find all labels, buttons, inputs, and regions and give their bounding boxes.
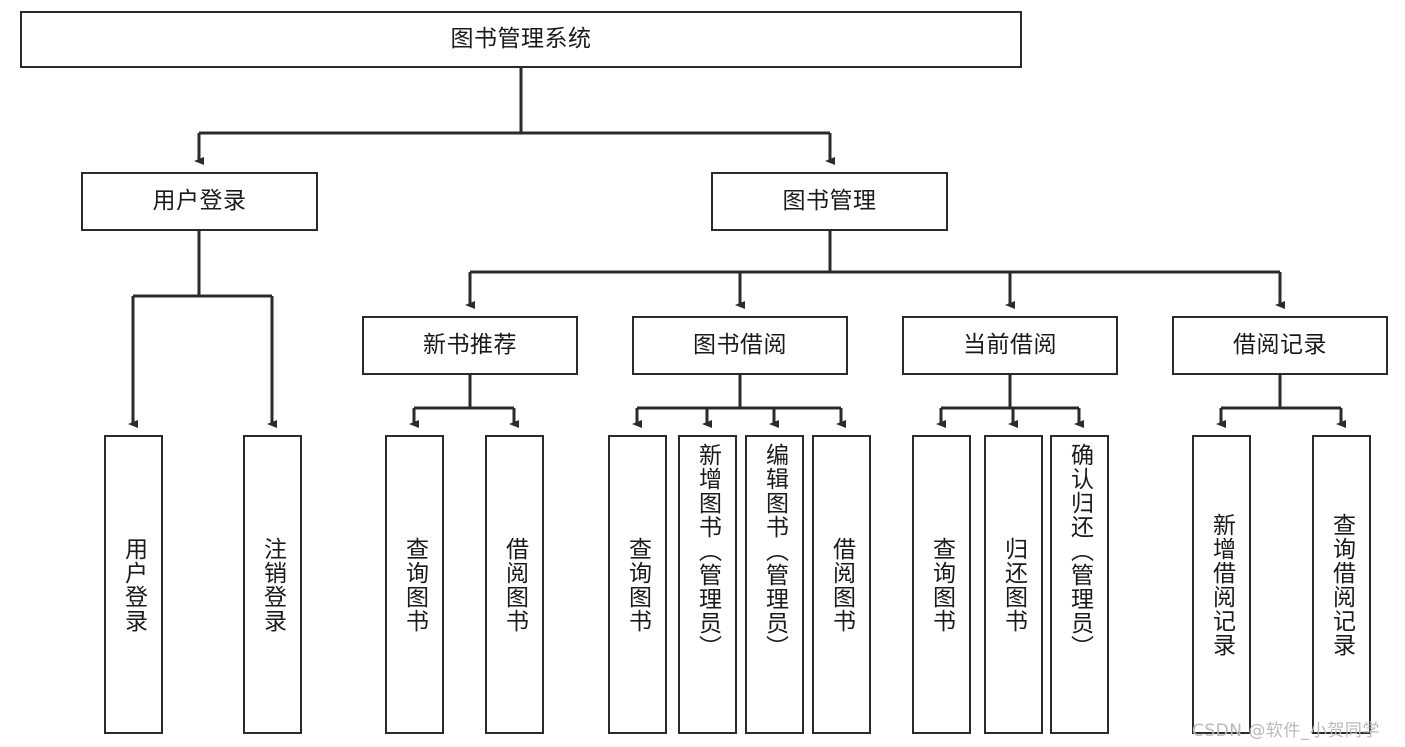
- node-label: 当前借阅: [963, 331, 1057, 358]
- node-label: 注销登录: [259, 536, 286, 633]
- node-leaf-add-borrow-record[interactable]: 新增借阅记录: [1192, 435, 1251, 734]
- csdn-watermark: CSDN @软件_小贺同学: [1192, 721, 1380, 741]
- node-label: 编辑图书（管理员）: [761, 443, 788, 659]
- node-leaf-confirm-return-admin[interactable]: 确认归还（管理员）: [1050, 435, 1109, 734]
- node-label: 借阅记录: [1233, 331, 1327, 358]
- node-label: 新增借阅记录: [1208, 512, 1235, 657]
- node-leaf-query-book-1[interactable]: 查询图书: [385, 435, 444, 734]
- node-label: 归还图书: [1000, 536, 1027, 633]
- node-leaf-borrow-book-1[interactable]: 借阅图书: [485, 435, 544, 734]
- node-label: 查询图书: [401, 536, 428, 633]
- node-label: 新增图书（管理员）: [694, 443, 721, 659]
- node-label: 查询图书: [624, 536, 651, 633]
- node-leaf-logout-login[interactable]: 注销登录: [243, 435, 302, 734]
- node-leaf-add-book-admin[interactable]: 新增图书（管理员）: [678, 435, 737, 734]
- node-book-borrow[interactable]: 图书借阅: [632, 316, 848, 375]
- node-leaf-borrow-book-2[interactable]: 借阅图书: [812, 435, 871, 734]
- node-label: 用户登录: [152, 187, 247, 214]
- node-label: 图书管理系统: [450, 25, 592, 52]
- node-leaf-user-login[interactable]: 用户登录: [104, 435, 163, 734]
- node-label: 确认归还（管理员）: [1066, 443, 1093, 659]
- node-borrow-record[interactable]: 借阅记录: [1172, 316, 1388, 375]
- node-book-management[interactable]: 图书管理: [711, 172, 948, 231]
- node-label: 用户登录: [120, 536, 147, 633]
- node-new-book-recommend[interactable]: 新书推荐: [362, 316, 578, 375]
- node-current-borrow[interactable]: 当前借阅: [902, 316, 1118, 375]
- node-leaf-edit-book-admin[interactable]: 编辑图书（管理员）: [745, 435, 804, 734]
- node-leaf-return-book[interactable]: 归还图书: [984, 435, 1043, 734]
- node-label: 图书管理: [782, 187, 877, 214]
- node-label: 借阅图书: [501, 536, 528, 633]
- node-leaf-query-book-2[interactable]: 查询图书: [608, 435, 667, 734]
- node-user-login[interactable]: 用户登录: [81, 172, 318, 231]
- node-leaf-query-book-3[interactable]: 查询图书: [912, 435, 971, 734]
- node-label: 查询图书: [928, 536, 955, 633]
- node-book-management-system[interactable]: 图书管理系统: [20, 11, 1022, 68]
- node-leaf-query-borrow-record[interactable]: 查询借阅记录: [1312, 435, 1371, 734]
- node-label: 查询借阅记录: [1328, 512, 1355, 657]
- node-label: 借阅图书: [828, 536, 855, 633]
- node-label: 新书推荐: [423, 331, 517, 358]
- node-label: 图书借阅: [693, 331, 787, 358]
